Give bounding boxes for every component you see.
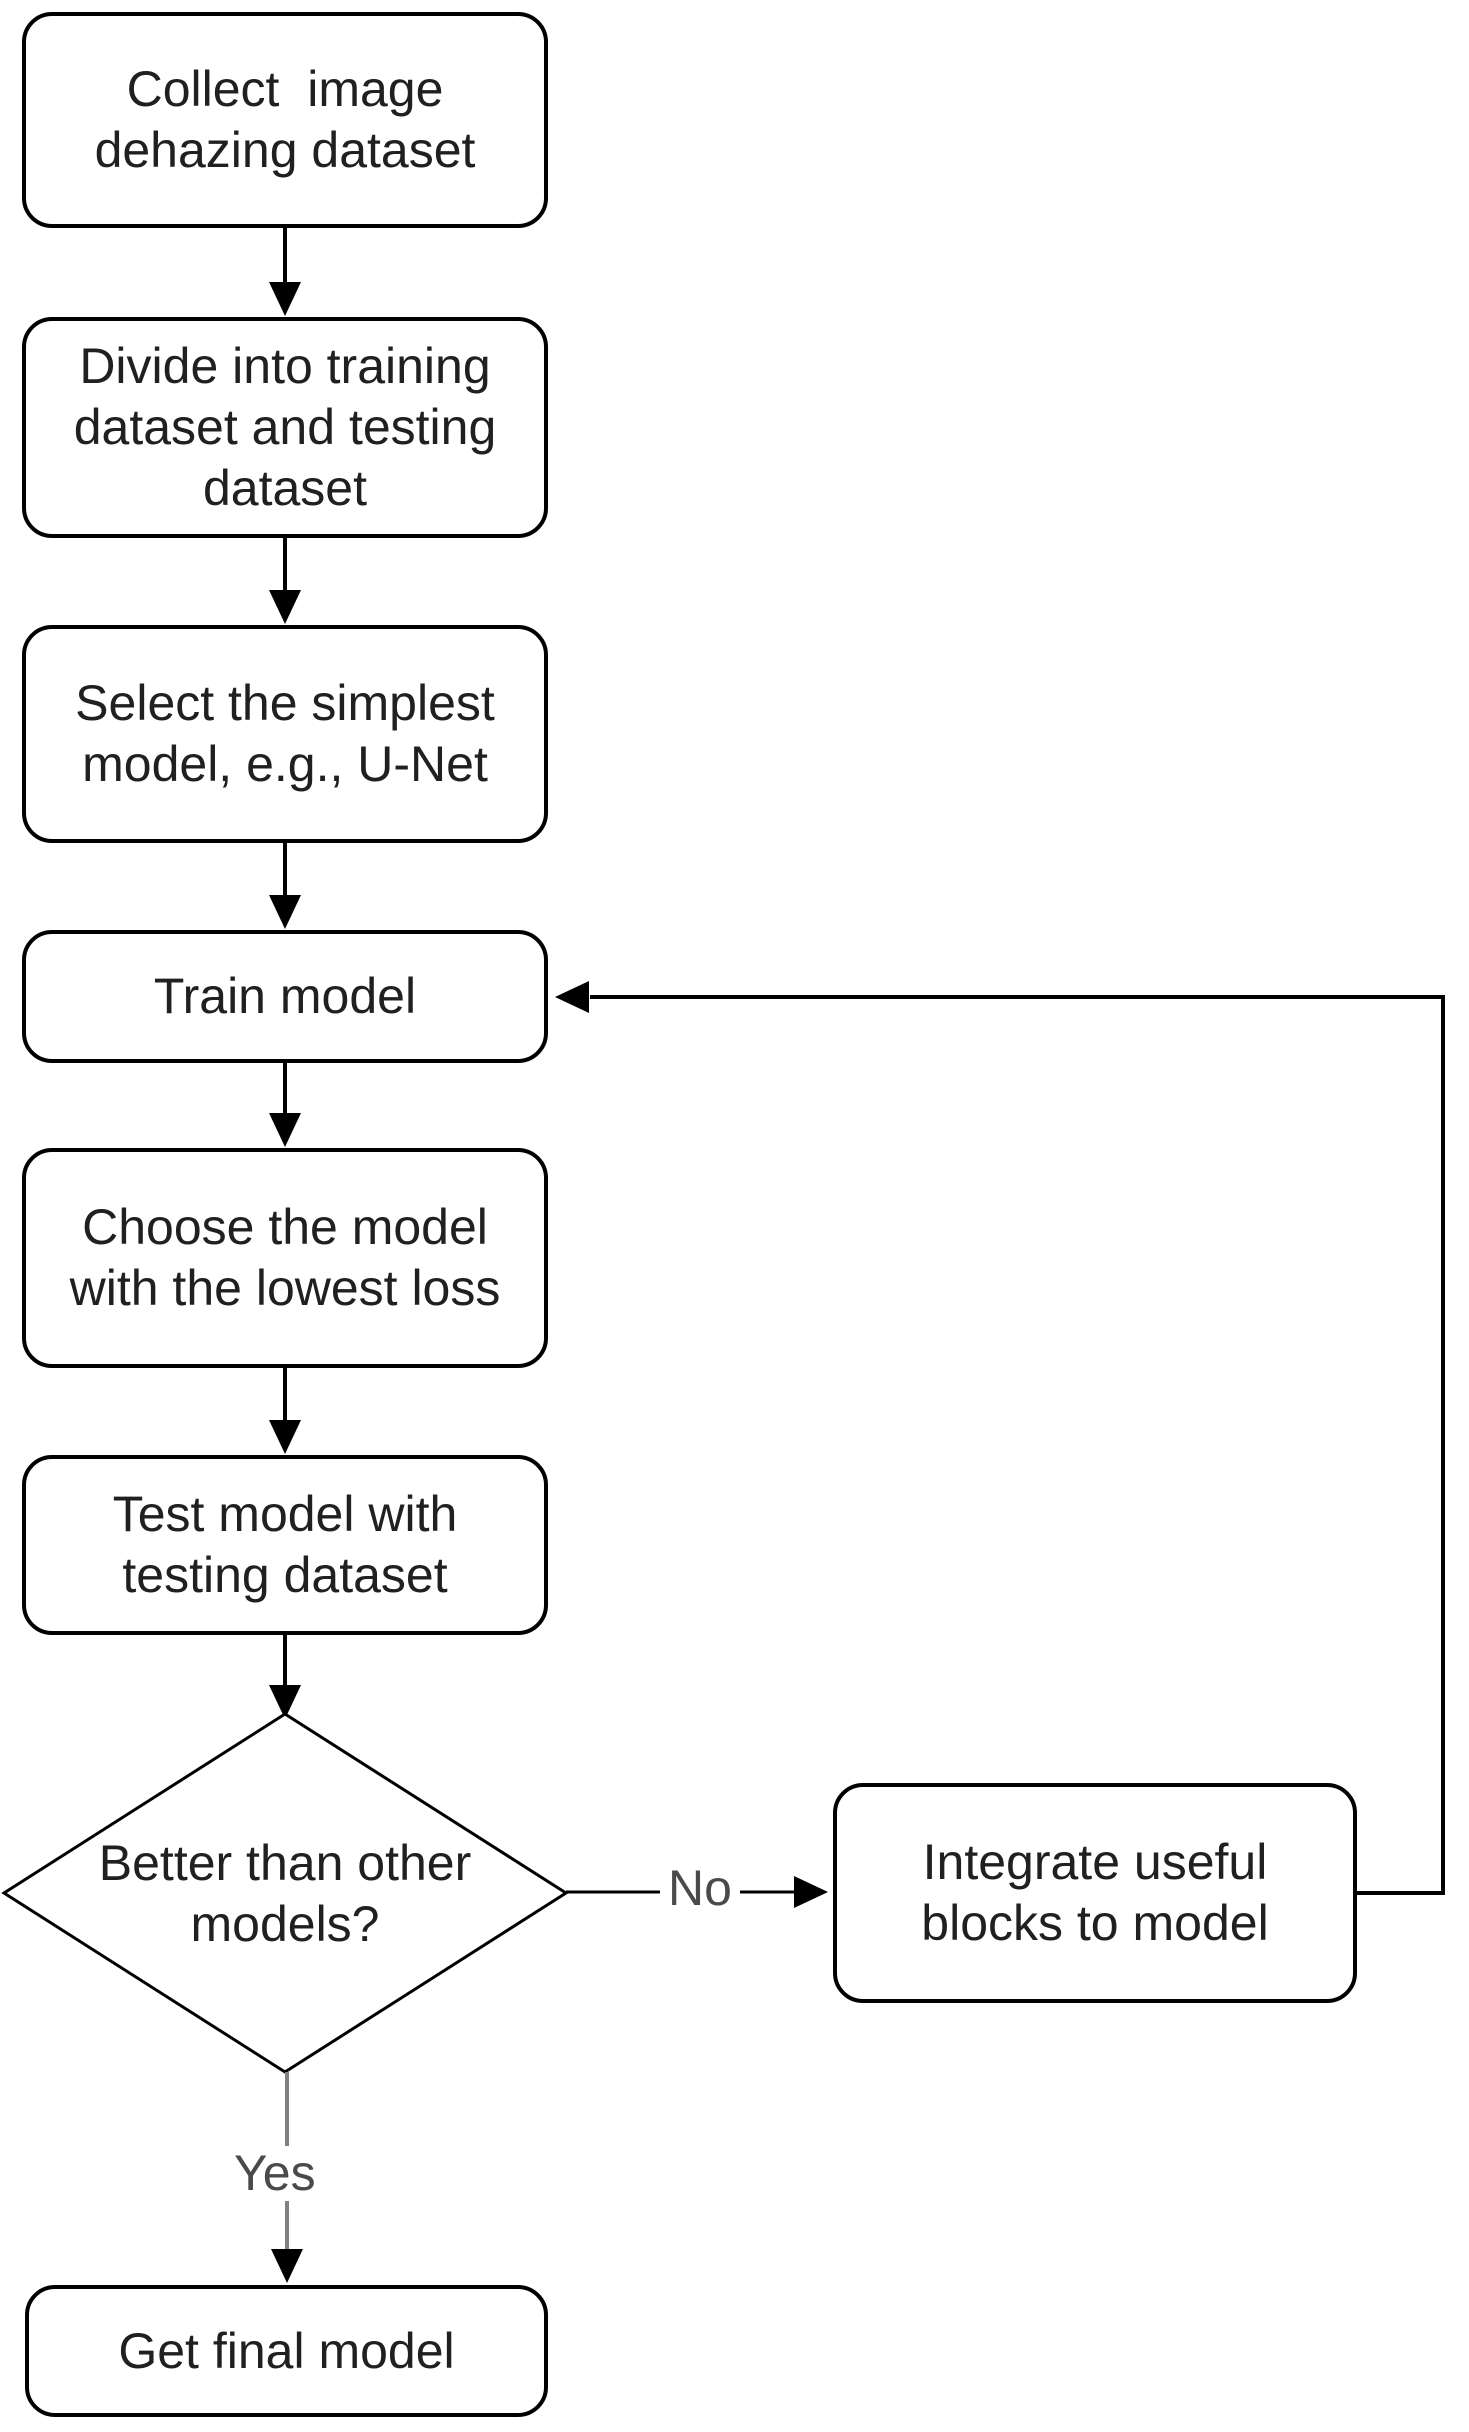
edge-label-yes: Yes (226, 2146, 324, 2201)
node-collect-dataset-label: Collect image dehazing dataset (94, 61, 476, 178)
node-select-model-label: Select the simplest model, e.g., U-Net (75, 675, 495, 792)
decision-better-than-others-label: Better than other models? (98, 1835, 472, 1952)
node-test-model-label: Test model with testing dataset (112, 1486, 458, 1603)
arrowhead-select-to-train (269, 895, 301, 929)
arrowhead-test-to-decision (269, 1685, 301, 1719)
node-divide-dataset: Divide into training dataset and testing… (22, 317, 548, 538)
node-choose-model: Choose the model with the lowest loss (22, 1148, 548, 1368)
node-train-model-label: Train model (153, 968, 417, 1024)
node-test-model: Test model with testing dataset (22, 1455, 548, 1635)
node-get-final-model-label: Get final model (118, 2322, 455, 2379)
arrowhead-integrate-to-train (555, 981, 589, 1013)
arrowhead-collect-to-divide (269, 282, 301, 316)
node-divide-dataset-label: Divide into training dataset and testing… (73, 338, 497, 516)
arrowhead-train-to-choose (269, 1113, 301, 1147)
node-integrate-blocks-label: Integrate useful blocks to model (921, 1834, 1269, 1951)
node-collect-dataset: Collect image dehazing dataset (22, 12, 548, 228)
node-select-model: Select the simplest model, e.g., U-Net (22, 625, 548, 843)
node-get-final-model: Get final model (25, 2285, 548, 2417)
arrowhead-choose-to-test (269, 1420, 301, 1454)
node-train-model: Train model (22, 930, 548, 1063)
arrowhead-divide-to-select (269, 590, 301, 624)
arrow-integrate-to-train (590, 995, 1445, 1895)
node-choose-model-label: Choose the model with the lowest loss (69, 1199, 501, 1316)
arrowhead-decision-to-integrate (794, 1876, 828, 1908)
edge-label-no: No (660, 1861, 740, 1916)
node-integrate-blocks: Integrate useful blocks to model (833, 1783, 1357, 2003)
arrowhead-decision-to-final (271, 2249, 303, 2283)
